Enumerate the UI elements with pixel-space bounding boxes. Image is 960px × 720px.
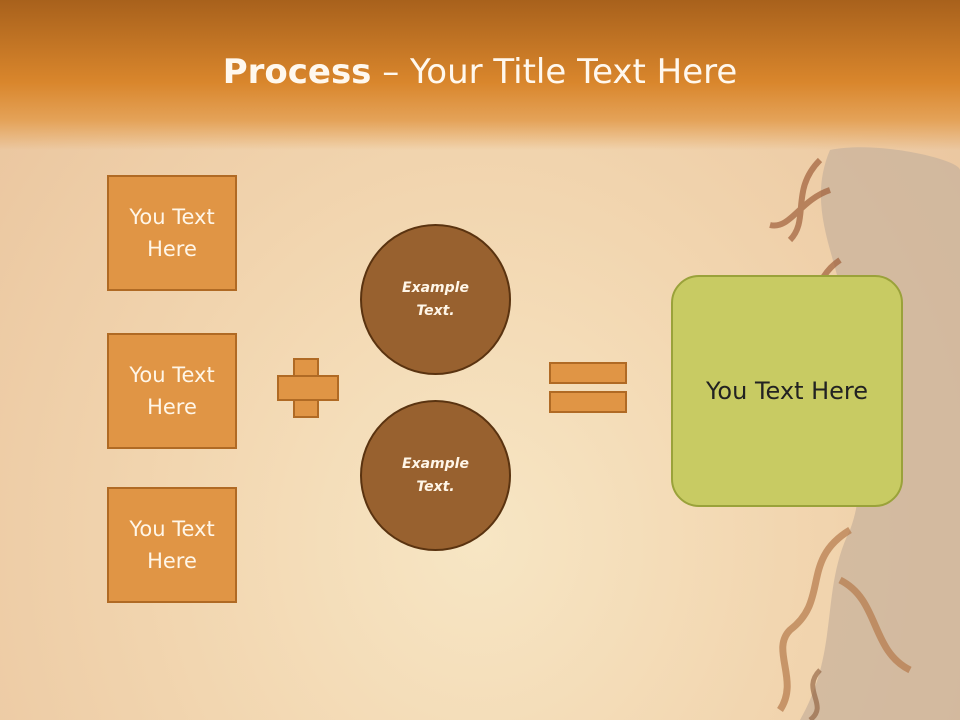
input-box-2[interactable]: You Text Here	[107, 333, 237, 449]
result-label: You Text Here	[705, 377, 869, 405]
circle-label: Example Text.	[402, 279, 469, 319]
input-box-1[interactable]: You Text Here	[107, 175, 237, 291]
example-circle-1[interactable]: Example Text.	[360, 224, 511, 375]
input-box-label: You Text Here	[129, 517, 215, 573]
title-bold: Process	[222, 52, 372, 92]
title-bar	[0, 0, 960, 150]
title-rest: – Your Title Text Here	[371, 52, 738, 92]
input-box-label: You Text Here	[129, 205, 215, 261]
input-box-3[interactable]: You Text Here	[107, 487, 237, 603]
example-circle-2[interactable]: Example Text.	[360, 400, 511, 551]
input-box-label: You Text Here	[129, 363, 215, 419]
slide-title[interactable]: Process – Your Title Text Here	[0, 52, 960, 92]
circle-label: Example Text.	[402, 455, 469, 495]
result-box[interactable]: You Text Here	[671, 275, 903, 507]
